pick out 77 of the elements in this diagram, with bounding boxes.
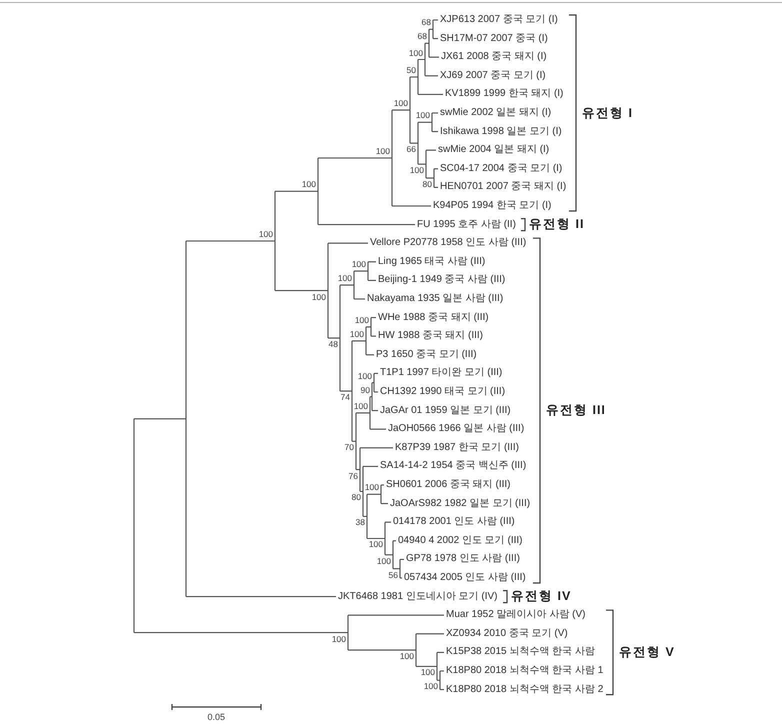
bootstrap-value: 100 [424, 682, 438, 692]
taxon-label: SC04-17 2004 중국 모기 (I) [440, 162, 562, 175]
taxon-label: P3 1650 중국 모기 (III) [376, 348, 477, 361]
genotype-label: 유전형 V [619, 644, 675, 660]
bootstrap-value: 100 [302, 180, 316, 190]
taxon-label: JaGAr 01 1959 일본 모기 (III) [380, 404, 511, 417]
bootstrap-value: 80 [352, 493, 361, 502]
taxon-label: swMie 2004 일본 돼지 (I) [438, 144, 550, 156]
taxon-label: Beijing-1 1949 중국 사람 (III) [378, 274, 506, 286]
bootstrap-value: 76 [348, 472, 358, 481]
bootstrap-value: 100 [352, 260, 366, 270]
taxon-label: CH1392 1990 태국 모기 (III) [380, 386, 506, 398]
bootstrap-value: 100 [416, 111, 430, 120]
taxon-label: SA14-14-2 1954 중국 백신주 (III) [380, 460, 526, 472]
taxon-label: JaOH0566 1966 일본 사람 (III) [388, 423, 524, 436]
bootstrap-value: 100 [332, 634, 346, 644]
bootstrap-value: 56 [388, 570, 398, 580]
bootstrap-value: 100 [420, 668, 435, 678]
taxon-label: WHe 1988 중국 돼지 (III) [378, 312, 489, 324]
bootstrap-value: 80 [422, 180, 432, 190]
taxon-label: GP78 1978 인도 사람 (III) [406, 553, 520, 566]
bootstrap-value: 100 [410, 166, 424, 176]
bootstrap-value: 100 [400, 652, 414, 662]
bootstrap-value: 70 [344, 443, 354, 452]
taxon-label: T1P1 1997 타이완 모기 (III) [380, 367, 502, 380]
taxon-label: SH17M-07 2007 중국 (I) [440, 32, 548, 45]
bootstrap-value: 38 [356, 518, 365, 528]
taxon-label: XZ0934 2010 중국 모기 (V) [446, 628, 568, 640]
taxon-label: SH0601 2006 중국 돼지 (III) [386, 479, 510, 491]
taxon-label: JKT6468 1981 인도네시아 모기 (IV) [338, 590, 498, 603]
bootstrap-value: 100 [358, 372, 372, 381]
bootstrap-value: 100 [408, 48, 423, 58]
genotype-label: 유전형 II [529, 217, 584, 232]
taxon-label: XJ69 2007 중국 모기 (I) [440, 70, 546, 82]
bootstrap-value: 90 [360, 386, 370, 395]
taxon-label: HEN0701 2007 중국 돼지 (I) [440, 181, 566, 194]
taxon-label: K18P80 2018 뇌척수액 한국 사람 2 [446, 684, 604, 696]
taxon-label: K15P38 2015 뇌척수액 한국 사람 [446, 646, 595, 658]
bootstrap-value: 48 [328, 340, 338, 350]
taxon-label: Muar 1952 말레이시아 사람 (V) [446, 609, 586, 622]
bootstrap-value: 100 [376, 556, 391, 566]
bootstrap-value: 74 [340, 393, 350, 402]
taxon-label: HW 1988 중국 돼지 (III) [378, 330, 484, 342]
bootstrap-value: 66 [406, 145, 416, 154]
bootstrap-value: 100 [350, 330, 364, 339]
bootstrap-value: 100 [376, 147, 390, 156]
bootstrap-value: 50 [406, 66, 416, 75]
taxon-label: K94P05 1994 한국 모기 (I) [433, 200, 552, 212]
bootstrap-value: 100 [354, 402, 368, 411]
bootstrap-value: 100 [354, 316, 369, 325]
taxon-label: 014178 2001 인도 사람 (III) [393, 516, 515, 528]
taxon-label: 057434 2005 인도 사람 (III) [404, 572, 526, 584]
taxon-label: KV1899 1999 한국 돼지 (I) [445, 88, 564, 100]
bootstrap-value: 100 [312, 292, 326, 302]
taxon-label: Nakayama 1935 일본 사람 (III) [367, 293, 504, 305]
taxon-label: Ling 1965 태국 사람 (III) [378, 256, 486, 268]
genotype-label: 유전형 I [582, 106, 633, 120]
taxon-label: swMie 2002 일본 돼지 (I) [440, 107, 552, 119]
taxon-label: K87P39 1987 한국 모기 (III) [395, 442, 519, 454]
bootstrap-value: 68 [422, 18, 431, 28]
taxon-label: FU 1995 호주 사람 (II) [417, 218, 516, 231]
bootstrap-value: 100 [364, 483, 379, 492]
taxon-label: XJP613 2007 중국 모기 (I) [440, 14, 558, 26]
taxon-label: K18P80 2018 뇌척수액 한국 사람 1 [446, 665, 604, 677]
genotype-label: 유전형 III [546, 403, 606, 418]
taxon-label: Ishikawa 1998 일본 모기 (I) [440, 126, 562, 138]
taxon-label: Vellore P20778 1958 인도 사람 (III) [370, 237, 526, 250]
bootstrap-value: 100 [338, 274, 352, 284]
bootstrap-value: 100 [368, 540, 383, 550]
scale-label: 0.05 [208, 712, 226, 722]
taxon-label: JX61 2008 중국 돼지 (I) [441, 51, 547, 64]
bootstrap-value: 68 [418, 32, 427, 42]
bootstrap-value: 100 [258, 230, 273, 239]
taxon-label: 04940 4 2002 인도 모기 (III) [398, 534, 523, 547]
taxon-label: JaOArS982 1982 일본 모기 (III) [390, 498, 530, 510]
bootstrap-value: 100 [394, 99, 408, 108]
genotype-label: 유전형 IV [511, 589, 572, 604]
